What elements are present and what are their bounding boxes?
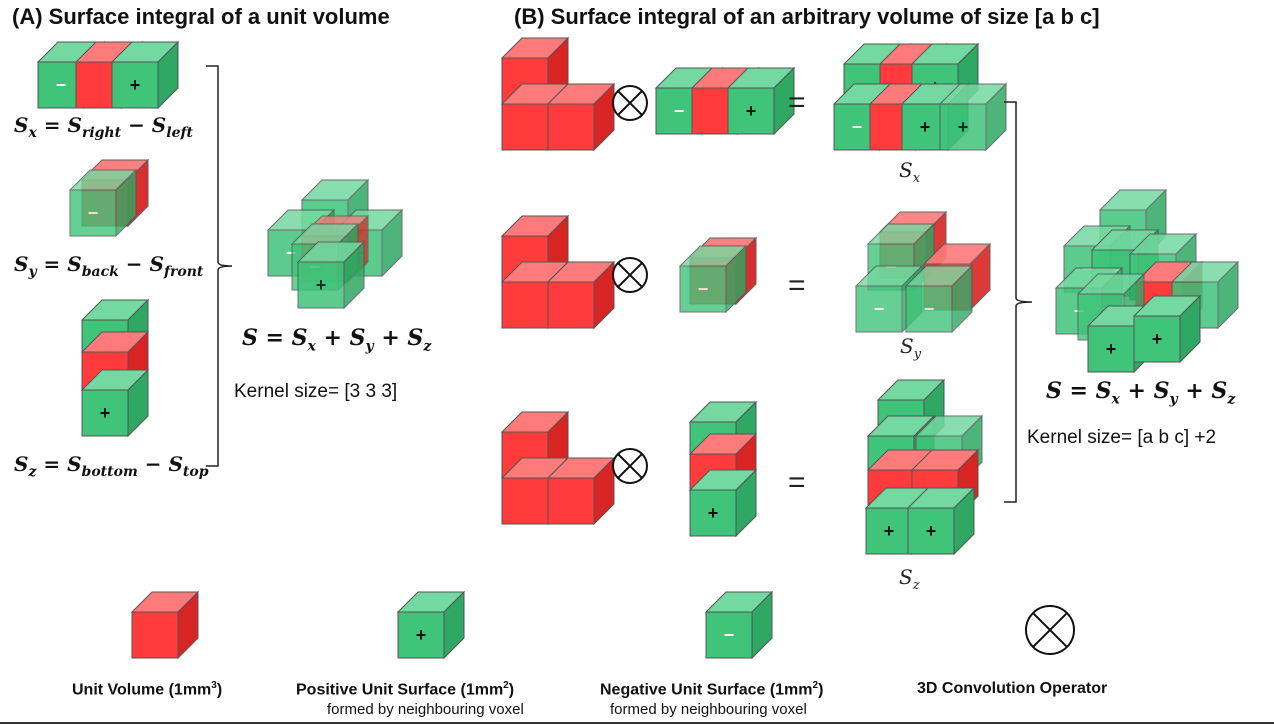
positive-unit-surface: + <box>726 66 796 136</box>
negative-unit-surface: − <box>904 264 974 334</box>
minus-sign: − <box>924 299 935 319</box>
plus-sign: + <box>926 521 937 541</box>
minus-sign: − <box>88 203 99 223</box>
equals-sign-row-2: = <box>788 269 806 302</box>
combined-result-b: −−-2−−+−++ <box>1054 188 1240 374</box>
legend-negative-surface-icon: − <box>704 590 774 660</box>
plus-sign: + <box>100 403 111 423</box>
unit-volume <box>546 82 616 152</box>
plus-sign: + <box>316 275 327 295</box>
minus-sign: − <box>852 117 863 137</box>
minus-sign: − <box>698 279 709 299</box>
legend-unit-volume-icon <box>130 590 200 660</box>
equals-sign-row-1: = <box>788 86 806 119</box>
positive-unit-surface: + <box>938 82 1008 152</box>
kernel-size-b: Kernel size= [a b c] +2 <box>1027 427 1217 448</box>
row2-kernel: − <box>678 236 758 314</box>
sz-result: −−−++ <box>864 378 984 556</box>
panel-a-title: (A) Surface integral of a unit volume <box>12 4 390 29</box>
sx-kernel-cubes: −+ <box>36 40 180 110</box>
positive-unit-surface: + <box>80 368 150 438</box>
positive-unit-surface: + <box>296 240 366 310</box>
legend-positive-surface-icon: + <box>396 590 466 660</box>
row-label-sy: Sy <box>900 334 922 362</box>
sum-equation-a: S = Sx + Sy + Sz <box>242 325 432 355</box>
legend-negative-surface-label: Negative Unit Surface (1mm2) <box>600 680 824 699</box>
unit-volume <box>546 456 616 526</box>
legend-negative-surface-sub: formed by neighbouring voxel <box>610 701 807 718</box>
sy-equation: Sy = Sback − Sfront <box>14 252 204 280</box>
plus-sign: + <box>884 521 895 541</box>
sy-kernel-cubes: − <box>68 158 150 238</box>
sx-result: −+−++ <box>832 42 1008 152</box>
minus-sign: − <box>724 625 735 645</box>
negative-unit-surface: − <box>678 244 748 314</box>
convolution-operator-row-3 <box>612 448 648 484</box>
convolution-operator-row-1 <box>612 85 648 121</box>
minus-sign: − <box>874 299 885 319</box>
convolution-operator-row-2 <box>612 257 648 293</box>
kernel-size-a: Kernel size= [3 3 3] <box>234 381 398 402</box>
plus-sign: + <box>1152 329 1163 349</box>
legend-positive-surface-sub: formed by neighbouring voxel <box>327 701 524 718</box>
negative-unit-surface: − <box>68 168 138 238</box>
volume-row-1 <box>500 36 616 152</box>
row3-kernel: −+ <box>688 400 758 538</box>
unit-volume <box>546 260 616 330</box>
plus-sign: + <box>1106 339 1117 359</box>
sz-equation: Sz = Sbottom − Stop <box>14 452 209 480</box>
combined-kernel-a: −−+−+ <box>266 178 404 310</box>
minus-sign: − <box>674 101 685 121</box>
legend-convolution-label: 3D Convolution Operator <box>917 680 1108 697</box>
sz-kernel-cubes: −+ <box>80 298 150 438</box>
plus-sign: + <box>708 503 719 523</box>
volume-row-3 <box>500 410 616 526</box>
plus-sign: + <box>416 625 427 645</box>
legend-unit-volume-label: Unit Volume (1mm3) <box>72 680 223 699</box>
volume-row-2 <box>500 214 616 330</box>
positive-unit-surface: + <box>110 40 180 110</box>
sum-equation-b: S = Sx + Sy + Sz <box>1046 378 1236 408</box>
positive-unit-surface: + <box>906 486 976 556</box>
panel-b-title: (B) Surface integral of an arbitrary vol… <box>514 4 1100 29</box>
legend-positive-surface-label: Positive Unit Surface (1mm2) <box>296 680 515 699</box>
bracket-a <box>206 65 233 467</box>
minus-sign: − <box>56 75 67 95</box>
sx-equation: Sx = Sright − Sleft <box>14 113 193 141</box>
bottom-rule <box>0 722 1274 724</box>
positive-unit-surface: + <box>1132 294 1202 364</box>
plus-sign: + <box>746 101 757 121</box>
plus-sign: + <box>920 117 931 137</box>
legend-convolution-icon <box>1025 605 1075 655</box>
row1-kernel: −+ <box>654 66 796 136</box>
row-label-sx: Sx <box>899 158 921 186</box>
plus-sign: + <box>130 75 141 95</box>
bracket-b <box>1004 101 1033 503</box>
minus-sign: − <box>286 243 297 263</box>
equals-sign-row-3: = <box>788 466 806 499</box>
sy-result: −−− <box>854 210 992 334</box>
row-label-sz: Sz <box>899 565 920 593</box>
positive-unit-surface: + <box>688 468 758 538</box>
plus-sign: + <box>958 117 969 137</box>
